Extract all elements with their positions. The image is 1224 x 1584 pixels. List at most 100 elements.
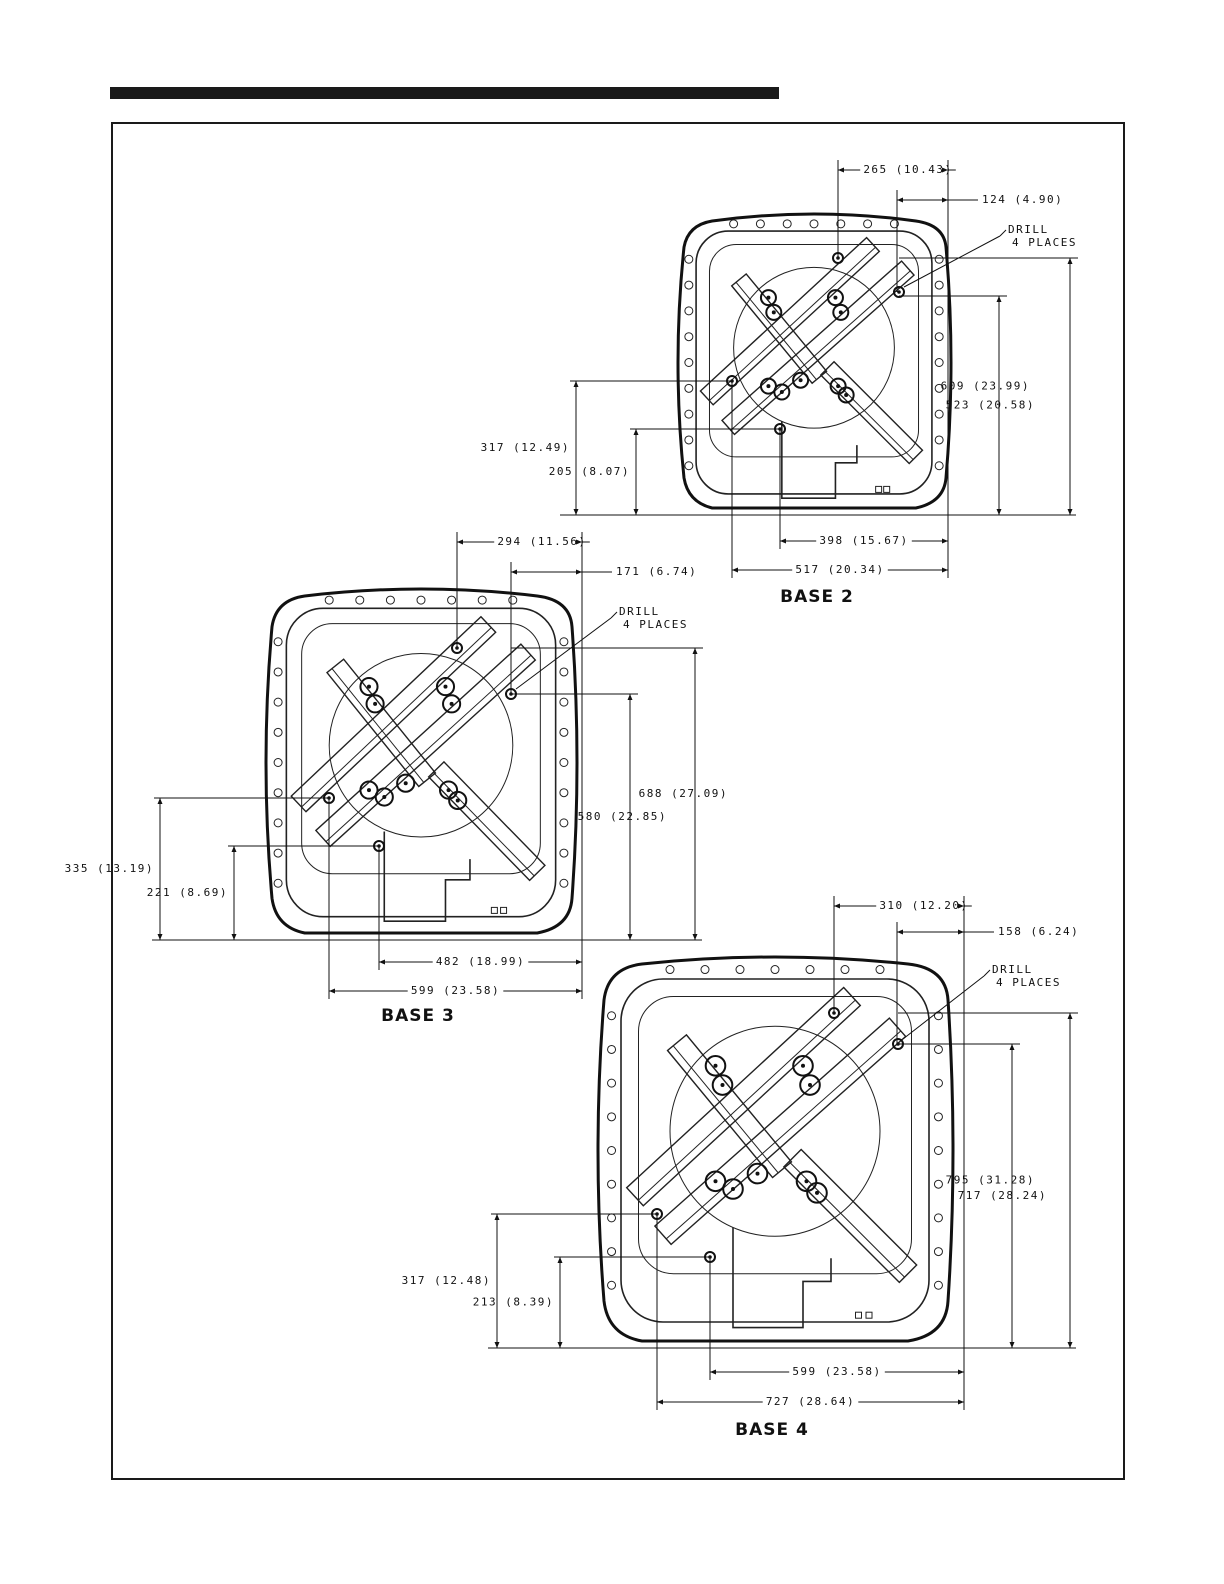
base3-drill-note-line1: DRILL (619, 605, 660, 618)
base2-dim-right-outer: 609 (23.99) (941, 380, 1030, 393)
dimension-arrow (557, 1342, 563, 1348)
rim-bump (559, 818, 569, 828)
drill-hole (893, 286, 905, 298)
beam-detail (637, 999, 856, 1201)
dimension-arrow (657, 1399, 663, 1405)
base4-dim-bottom-short: 599 (23.58) (792, 1365, 881, 1378)
mounting-hole (746, 1162, 769, 1185)
base4-dim-right-outer: 795 (31.28) (946, 1174, 1035, 1187)
base-inner-rim (695, 230, 933, 495)
dimension-arrow (633, 429, 639, 435)
rim-bump (607, 1011, 617, 1021)
service-compartment (732, 1227, 832, 1329)
rim-bump (273, 818, 283, 828)
rim-bump (934, 435, 944, 445)
dimension-arrow (692, 648, 698, 654)
base4-label: BASE 4 (735, 1420, 809, 1440)
beam-detail (730, 270, 911, 431)
dimension-arrow (576, 988, 582, 994)
base4-dim-left-inner: 213 (8.39) (473, 1296, 554, 1309)
beam-detail (709, 246, 876, 402)
rim-bump (684, 409, 694, 419)
rim-bump (559, 637, 569, 647)
dimension-arrow (231, 934, 237, 940)
mounting-hole (711, 1074, 734, 1096)
rim-bump (416, 595, 426, 605)
rim-bump (684, 306, 694, 316)
beam-detail (331, 668, 425, 783)
dimension-arrow (958, 1399, 964, 1405)
hole-center (713, 1063, 718, 1068)
base2-drill-note-line1: DRILL (1008, 223, 1049, 236)
mounting-hole (704, 1170, 727, 1193)
base3-dim-top-wide: 294 (11.56) (497, 535, 586, 548)
drill-leader (903, 235, 1001, 288)
dimension-arrow (692, 934, 698, 940)
base2-label: BASE 2 (780, 587, 854, 607)
hole-center (798, 378, 803, 383)
drawing-frame (111, 122, 1125, 1480)
rim-bump (863, 219, 873, 229)
cross-beam (653, 1017, 907, 1246)
rim-bump (559, 788, 569, 798)
hole-center (833, 295, 838, 300)
rim-bump (889, 219, 899, 229)
mounting-hole (359, 677, 379, 697)
rim-bump (735, 965, 745, 975)
mounting-hole (773, 383, 791, 401)
drill-hole-center (897, 290, 901, 294)
cross-beam (730, 272, 828, 385)
hole-center (382, 795, 387, 799)
rim-bump (324, 595, 334, 605)
mounting-hole (435, 677, 456, 697)
rim-bump (559, 848, 569, 858)
cross-beam (290, 615, 497, 813)
drill-leader (515, 617, 612, 690)
hole-center (713, 1179, 718, 1184)
base4-dim-top-narrow: 158 (6.24) (998, 925, 1079, 938)
drill-leader (983, 969, 991, 977)
dimension-arrow (157, 798, 163, 804)
rim-bump (607, 1213, 617, 1223)
dimension-arrow (494, 1342, 500, 1348)
dimension-arrow (958, 903, 964, 909)
hole-center (836, 384, 841, 389)
base4-dim-right-inner: 717 (28.24) (958, 1189, 1047, 1202)
dimension-arrow (1009, 1342, 1015, 1348)
rim-bump (477, 595, 487, 605)
dimension-arrow (897, 197, 903, 203)
rim-bump (385, 595, 395, 605)
base-floor-outline (301, 623, 541, 875)
dimension-arrow (573, 381, 579, 387)
hole-center (766, 384, 771, 389)
hole-center (731, 1187, 735, 1191)
rim-bump (665, 965, 675, 975)
small-square (500, 906, 508, 914)
mounting-hole (722, 1178, 744, 1200)
dimension-arrow (834, 903, 840, 909)
dimension-arrow (231, 846, 237, 852)
rim-bump (782, 219, 792, 229)
dimension-arrow (1009, 1044, 1015, 1050)
base3-dim-left-outer: 335 (13.19) (65, 862, 154, 875)
rim-bump (933, 1078, 943, 1088)
cross-beam (782, 1148, 918, 1284)
drill-leader (999, 229, 1007, 237)
rim-bump (729, 219, 739, 229)
rim-bump (684, 254, 694, 264)
mounting-hole (832, 303, 850, 321)
small-square (875, 485, 883, 493)
base3-dim-right-inner: 580 (22.85) (578, 810, 667, 823)
dimension-arrow (576, 959, 582, 965)
rim-bump (934, 409, 944, 419)
base2-dim-bottom-short: 398 (15.67) (819, 534, 908, 547)
mounting-hole (442, 694, 462, 714)
small-square (865, 1311, 873, 1319)
dimension-arrow (329, 988, 335, 994)
rim-bump (273, 848, 283, 858)
center-circle (669, 1025, 881, 1237)
base-outer-shell (264, 587, 579, 935)
base3-dim-left-inner: 221 (8.69) (147, 886, 228, 899)
mounting-hole (374, 787, 394, 807)
